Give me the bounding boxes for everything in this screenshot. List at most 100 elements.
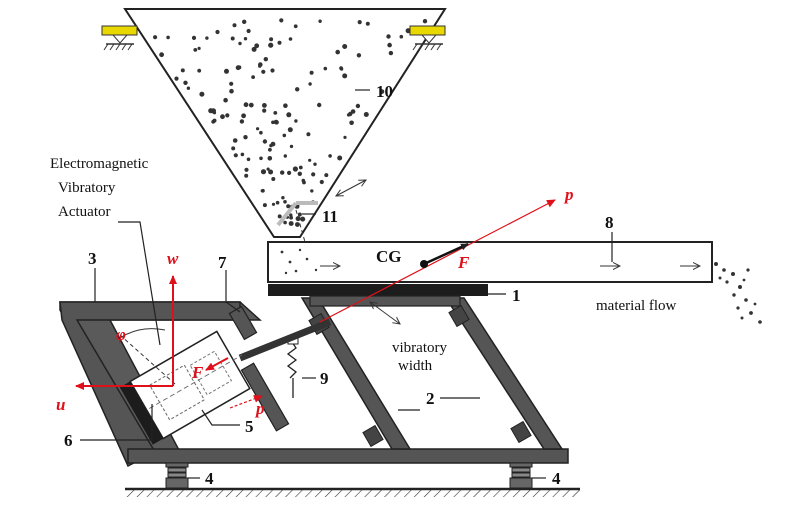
part-9: 9 (320, 369, 329, 388)
hopper-particle (243, 102, 249, 108)
hopper-particle (319, 179, 324, 185)
hopper-particle (215, 29, 220, 35)
hopper-particle (180, 68, 185, 73)
gate-11 (276, 180, 366, 243)
hopper-particle (283, 200, 287, 204)
hopper-particle (262, 139, 268, 144)
hopper-particle (283, 103, 288, 108)
hopper-particle (251, 75, 256, 79)
actuator-label-1: Electromagnetic (50, 156, 149, 172)
hopper-particle (346, 113, 351, 117)
hopper-particle (260, 169, 267, 175)
hopper-particle (208, 108, 214, 114)
hopper-particle (289, 215, 293, 220)
hopper-particle (280, 170, 285, 175)
hopper-particle (275, 200, 280, 205)
outflow-particles (714, 262, 762, 324)
force-w: w (167, 249, 179, 268)
hopper-particle (225, 113, 230, 118)
leader-lines (80, 89, 613, 479)
hopper-particle (268, 147, 272, 152)
hopper-particle (342, 44, 348, 49)
hopper-particle (286, 112, 292, 118)
hopper-particle (271, 202, 276, 206)
phi-arc (119, 328, 166, 339)
hopper-particle (266, 167, 270, 171)
hopper-particle (193, 48, 198, 52)
force-p-actuator: p (254, 399, 265, 418)
hopper-particle (237, 65, 242, 70)
hopper-particle (166, 35, 170, 40)
hopper-particle (268, 42, 274, 48)
hopper-particle (232, 23, 237, 28)
hopper-particle (183, 80, 188, 86)
hopper-particle (238, 41, 242, 46)
hopper-particle (297, 212, 302, 217)
part-2: 2 (426, 389, 435, 408)
hopper-particle (220, 114, 225, 120)
hopper-particle (335, 49, 341, 55)
hopper-particle (339, 66, 343, 71)
hopper-particle (323, 66, 328, 71)
hopper-particle (355, 103, 361, 109)
hopper-particle (379, 89, 385, 94)
hopper-particle (295, 222, 300, 227)
hopper-particle (269, 143, 273, 148)
hopper-particle (262, 103, 267, 108)
vibratory-label-1: vibratory (392, 340, 447, 356)
hopper-particle (308, 82, 312, 86)
hopper-particle (267, 156, 273, 161)
hopper-particles (153, 18, 428, 227)
hopper-particle (324, 173, 329, 178)
hopper-particle (240, 152, 245, 157)
frame (59, 295, 569, 468)
part-6: 6 (64, 431, 73, 450)
hopper-particle (246, 28, 251, 34)
hopper-particle (283, 154, 287, 158)
hopper-particle (262, 203, 267, 208)
hopper-support-left (101, 25, 138, 51)
part-8: 8 (605, 213, 614, 232)
hopper-particle (350, 109, 356, 114)
hopper-particle (233, 153, 238, 158)
hopper-particle (239, 119, 245, 124)
hopper-particle (306, 132, 311, 137)
hopper-particle (300, 216, 306, 222)
trough (267, 241, 713, 283)
hopper-particle (268, 169, 274, 175)
hopper-particle (282, 133, 287, 138)
hopper-particle (262, 108, 267, 113)
hopper-particle (269, 37, 274, 42)
hopper-particle (244, 167, 249, 172)
cg-label: CG (376, 247, 402, 266)
angle-phi: φ (116, 325, 126, 344)
cg-point (420, 260, 428, 268)
material-flow-label: material flow (596, 298, 677, 314)
hopper-particle (191, 35, 197, 41)
hopper-particle (289, 144, 294, 149)
hopper-particle (277, 214, 282, 219)
actuator-label-3: Actuator (58, 204, 110, 220)
hopper-particle (342, 73, 348, 79)
hopper-particle (261, 69, 266, 74)
hopper-particle (309, 70, 314, 75)
hopper-particle (232, 138, 238, 143)
hopper-particle (186, 86, 191, 90)
actuator-label-2: Vibratory (58, 180, 116, 196)
hopper-particle (281, 196, 285, 200)
text-labels: Electromagnetic Vibratory Actuator 10 11… (50, 82, 677, 488)
hopper-particle (197, 68, 202, 73)
hopper-particle (197, 46, 201, 51)
hopper-particle (241, 113, 247, 119)
hopper-particle (243, 135, 248, 140)
hopper-particle (343, 135, 347, 139)
hopper-particle (301, 178, 306, 183)
hopper-particle (248, 102, 254, 108)
hopper-particle (199, 91, 205, 97)
force-p-top: p (563, 185, 574, 204)
connecting-rod (238, 318, 332, 362)
hopper-particle (254, 43, 260, 49)
hopper-particle (290, 221, 294, 226)
part-1: 1 (512, 286, 521, 305)
